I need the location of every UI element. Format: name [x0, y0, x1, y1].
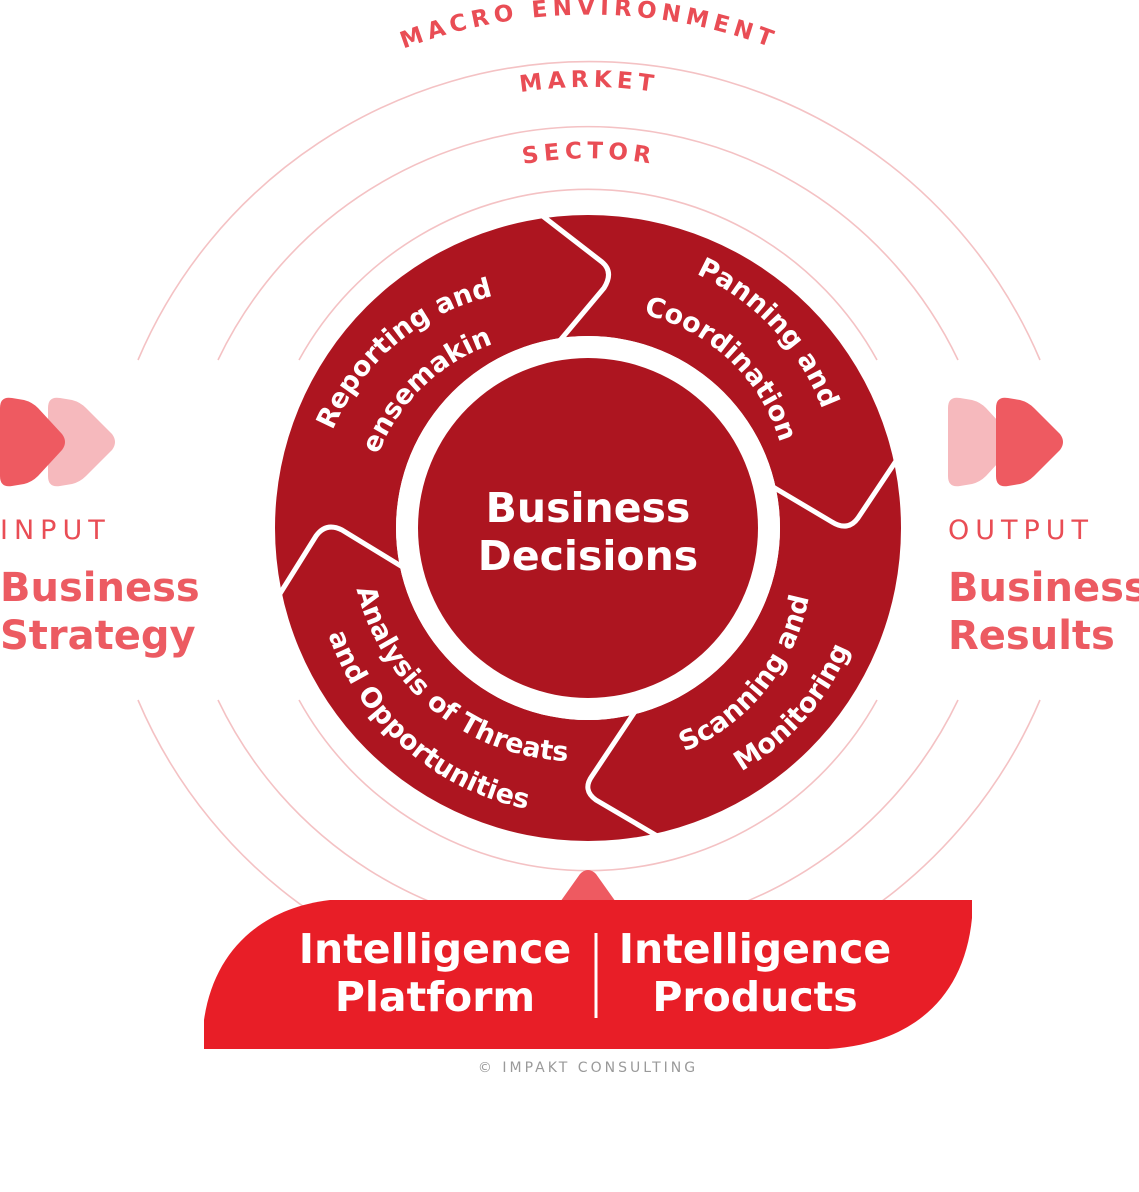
arrow-head-top	[538, 212, 611, 352]
output-chevron-front	[996, 397, 1063, 487]
center-title-line1: Business	[486, 484, 691, 532]
output-label: OUTPUT	[948, 515, 1095, 546]
intelligence-products-label: Intelligence Products	[610, 925, 900, 1021]
macro-environment-label: MACRO ENVIRONMENT	[397, 0, 782, 54]
input-title: Business Strategy	[0, 564, 200, 660]
products-line2: Products	[652, 973, 858, 1021]
input-chevron-back	[48, 397, 115, 487]
output-title: Business Results	[948, 564, 1139, 660]
market-ring-upper	[217, 125, 959, 361]
arrow-head-bottom	[585, 708, 666, 843]
platform-line2: Platform	[334, 973, 536, 1021]
output-title-line2: Results	[948, 613, 1115, 659]
center-title-line2: Decisions	[478, 532, 698, 580]
input-title-line2: Strategy	[0, 613, 196, 659]
intelligence-platform-label: Intelligence Platform	[290, 925, 580, 1021]
cycle-ring	[273, 212, 905, 843]
platform-line1: Intelligence	[298, 925, 572, 973]
copyright-credit: © IMPAKT CONSULTING	[477, 1060, 699, 1076]
macro-ring-upper	[137, 60, 1041, 361]
arrow-head-right	[766, 450, 905, 529]
cycle-band	[275, 215, 901, 841]
input-label: INPUT	[0, 515, 111, 546]
intelligence-banner	[204, 900, 972, 1049]
market-label: MARKET	[518, 67, 660, 98]
products-line1: Intelligence	[618, 925, 892, 973]
stage-reporting-line2: Sensemaking	[0, 0, 496, 458]
sector-ring-upper	[298, 188, 878, 361]
output-title-line1: Business	[948, 565, 1139, 611]
arrow-head-left	[273, 524, 416, 602]
center-circle	[418, 358, 758, 698]
input-title-line1: Business	[0, 565, 200, 611]
sector-label: SECTOR	[520, 138, 657, 170]
input-double-chevron-right-icon	[0, 397, 115, 487]
input-chevron-front	[0, 397, 65, 487]
output-double-chevron-right-icon	[948, 397, 1063, 487]
